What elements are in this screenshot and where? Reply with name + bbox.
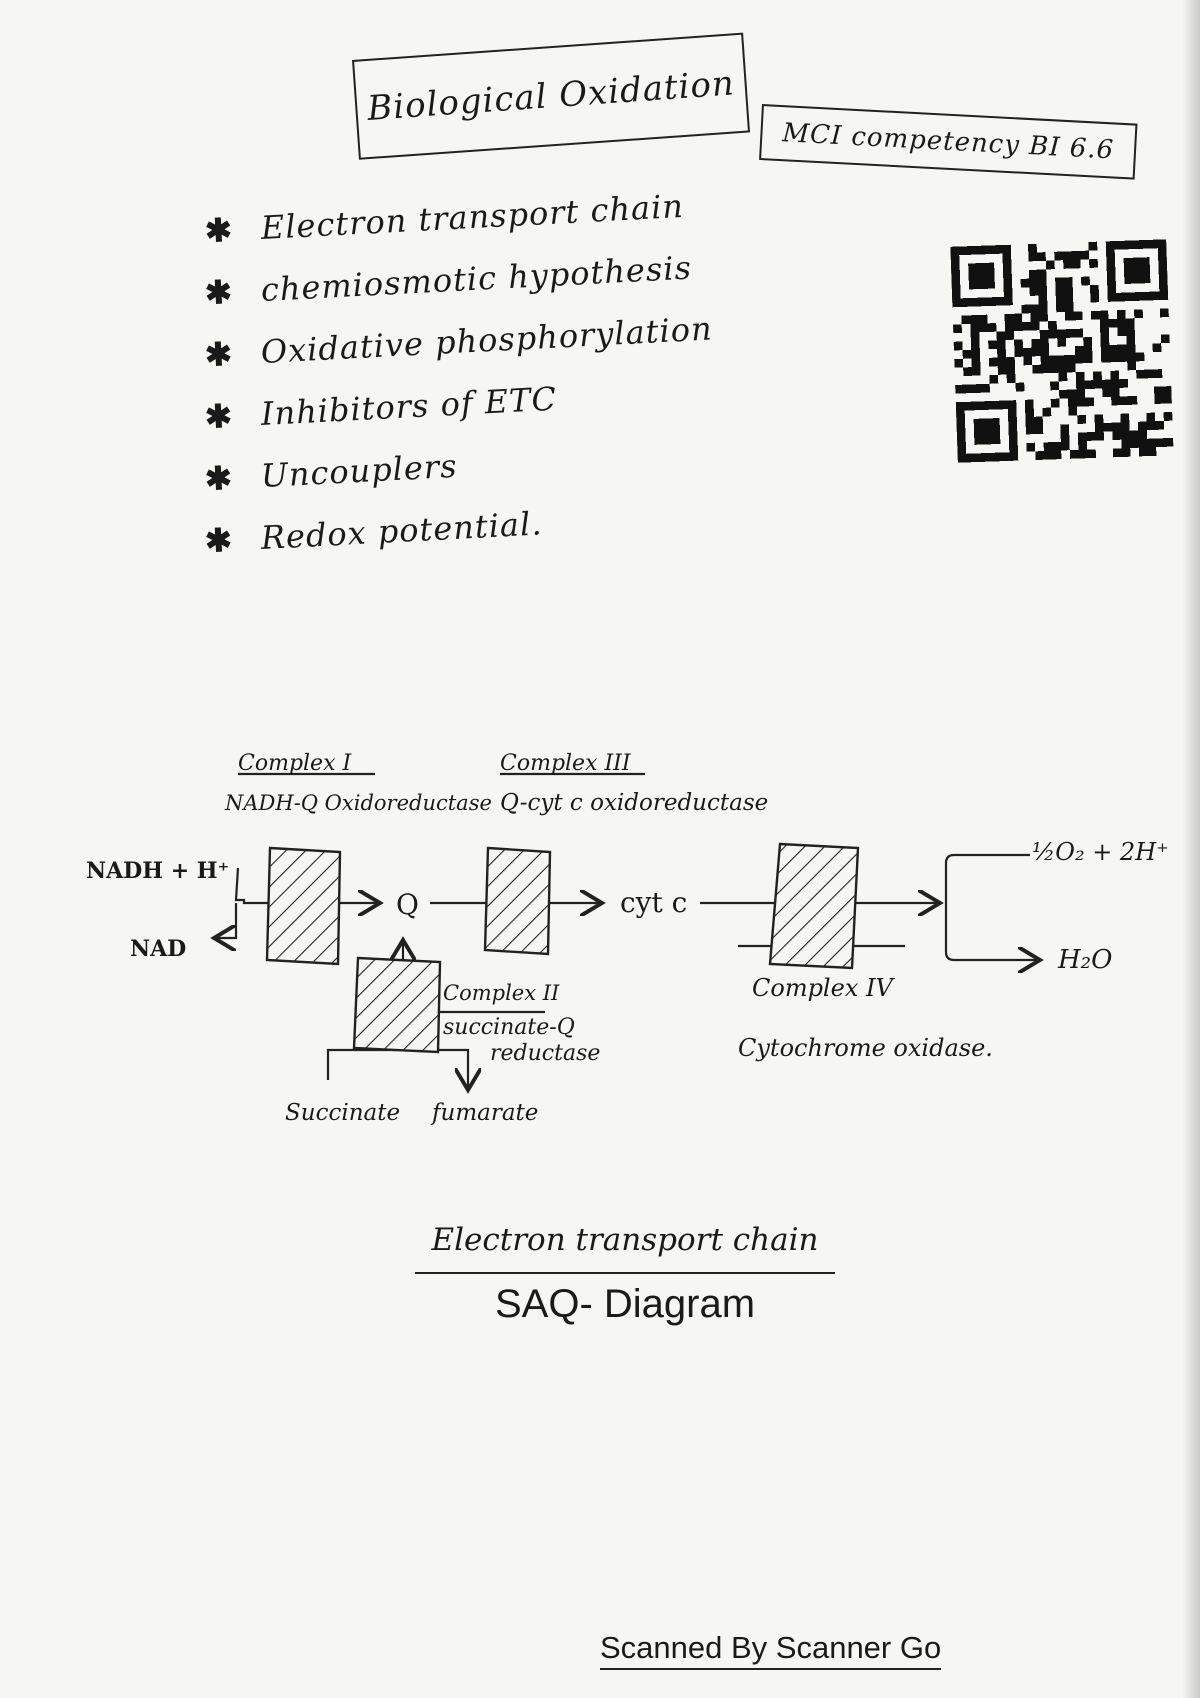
asterisk-icon: ✱: [204, 458, 233, 498]
arrow-to-nad: [214, 903, 238, 938]
page-title: Biological Oxidation: [365, 63, 737, 129]
etc-diagram: Complex I NADH-Q Oxidoreductase Complex …: [86, 751, 1169, 1126]
complex4-enzyme: Cytochrome oxidase.: [738, 1034, 993, 1062]
scanner-watermark: Scanned By Scanner Go: [600, 1630, 942, 1670]
complex2-label: Complex II: [443, 981, 560, 1005]
qr-code-icon: [950, 239, 1174, 463]
nadh-label: NADH + H⁺: [86, 858, 229, 884]
page-edge-shadow: [1182, 0, 1200, 1698]
asterisk-icon: ✱: [204, 272, 233, 312]
asterisk-icon: ✱: [204, 520, 233, 560]
diagram-lines: [214, 772, 1040, 1090]
asterisk-icon: ✱: [204, 210, 233, 250]
complex2-block: [352, 956, 442, 1054]
q-label: Q: [396, 888, 419, 921]
arrow-succinate-to-fumarate: [326, 1048, 468, 1090]
complex1-label: Complex I: [238, 751, 352, 776]
asterisk-icon: ✱: [204, 396, 233, 436]
competency-label: MCI competency BI 6.6: [781, 118, 1115, 166]
competency-box: MCI competency BI 6.6: [759, 104, 1138, 180]
fumarate-label: fumarate: [430, 1100, 538, 1126]
caption-title: Electron transport chain: [415, 1222, 835, 1274]
complex2-enzyme-line2: reductase: [490, 1041, 600, 1066]
complex1-enzyme: NADH-Q Oxidoreductase: [224, 791, 492, 815]
complex3-enzyme: Q-cyt c oxidoreductase: [500, 790, 768, 816]
title-box: Biological Oxidation: [352, 32, 751, 160]
complex1-block: [265, 846, 342, 966]
nad-label: NAD: [130, 936, 186, 962]
complex4-block: [768, 842, 860, 970]
complex2-enzyme-line1: succinate-Q: [443, 1015, 575, 1040]
topic-list: ✱Electron transport chain ✱chemiosmotic …: [204, 187, 713, 572]
complex3-label: Complex III: [500, 751, 632, 776]
complex-blocks: [265, 842, 860, 1054]
diagram-labels: Complex I NADH-Q Oxidoreductase Complex …: [86, 751, 1169, 1126]
asterisk-icon: ✱: [204, 334, 233, 374]
water-label: H₂O: [1057, 945, 1112, 975]
complex4-label: Complex IV: [752, 974, 895, 1002]
caption-subtitle: SAQ- Diagram: [494, 1282, 756, 1326]
oxygen-label: ½O₂ + 2H⁺: [1032, 838, 1169, 866]
cytc-label: cyt c: [620, 886, 687, 919]
arrow-o2-to-water: [944, 853, 1040, 960]
succinate-label: Succinate: [285, 1100, 400, 1126]
complex3-block: [483, 846, 552, 956]
diagram-caption: Electron transport chain SAQ- Diagram: [415, 1222, 835, 1327]
